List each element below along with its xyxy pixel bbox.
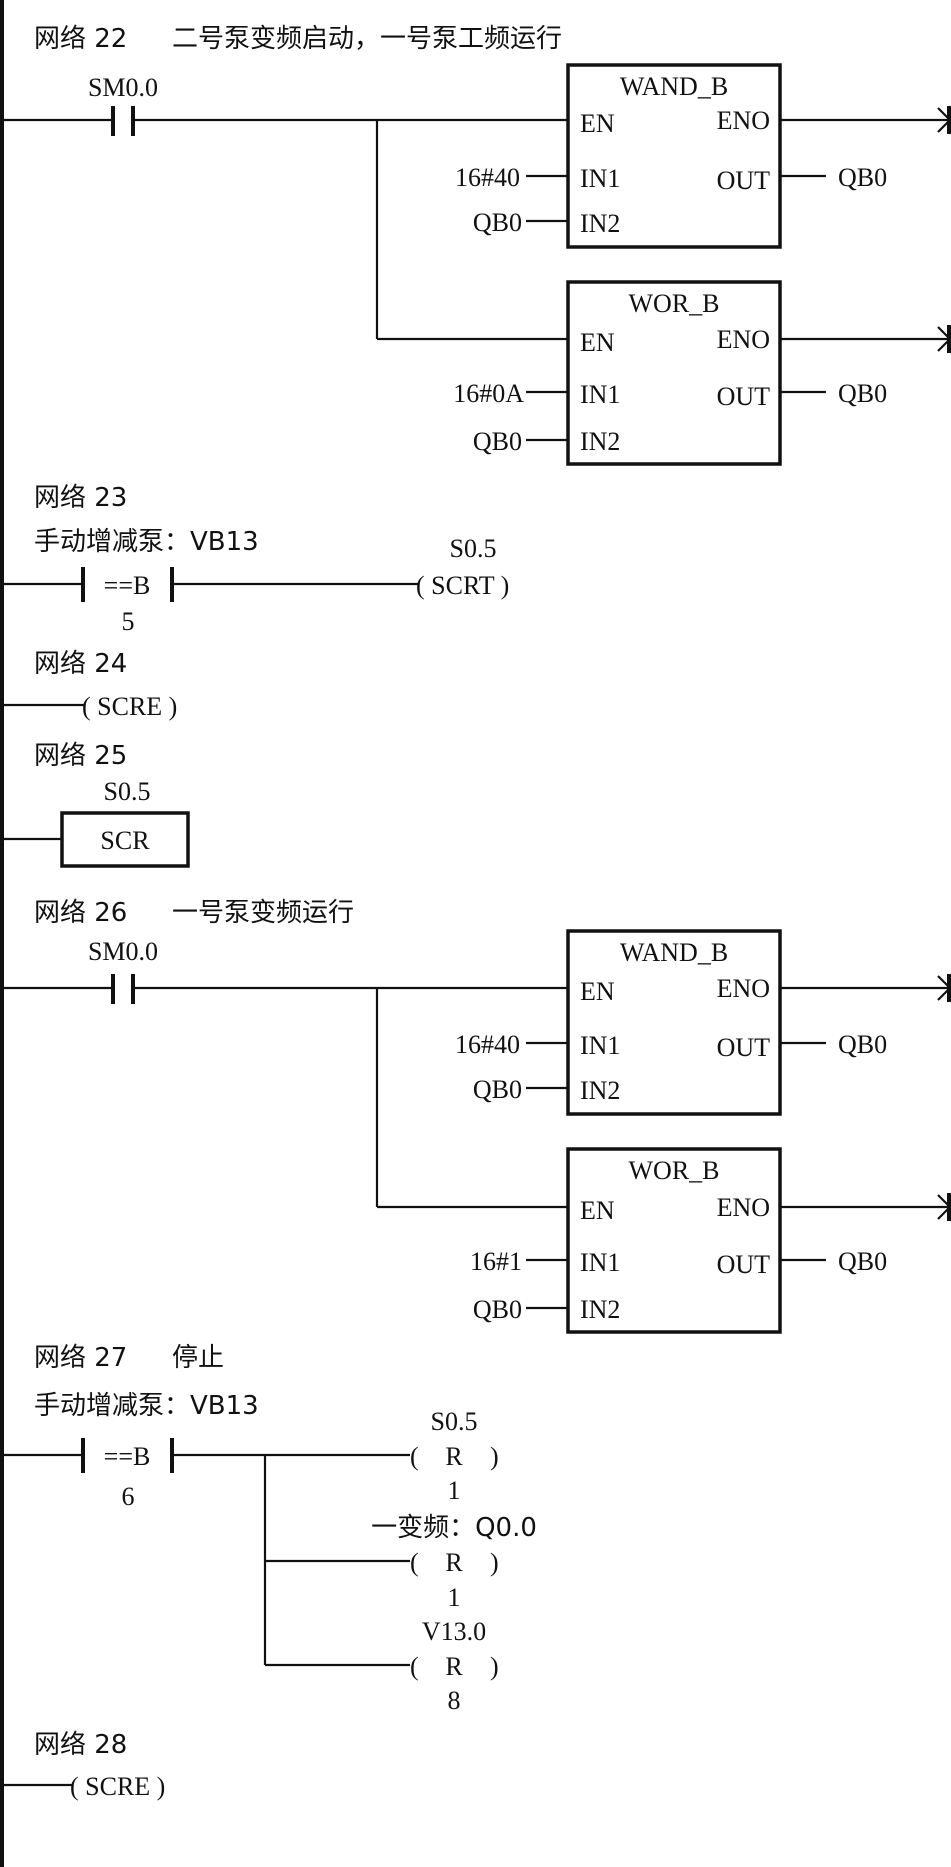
contact-address: SM0.0: [88, 73, 158, 102]
coil-type: R: [445, 1442, 463, 1471]
coil-scrt[interactable]: ( SCRT ): [416, 571, 509, 600]
in2-operand: QB0: [473, 427, 522, 456]
network-28: 网络 28 ( SCRE ): [2, 1730, 165, 1801]
block-frame: [566, 280, 782, 466]
network-24: 网络 24 ( SCRE ): [2, 649, 177, 721]
reset-coil[interactable]: V13.0 ( R ) 8: [410, 1617, 499, 1715]
block-name: WOR_B: [629, 289, 720, 318]
in1-operand: 16#0A: [453, 379, 524, 408]
block-name: WAND_B: [620, 72, 728, 101]
network-title: 网络 24: [34, 649, 127, 679]
wor-b-block[interactable]: WOR_B EN ENO IN1 OUT IN2: [566, 1147, 782, 1334]
coil-address: S0.5: [450, 534, 497, 563]
box-frame: [60, 811, 190, 868]
coil-address: S0.5: [431, 1407, 478, 1436]
block-frame: [566, 929, 782, 1116]
scr-box[interactable]: SCR: [60, 811, 190, 868]
coil-address: 一变频：Q0.0: [371, 1513, 537, 1543]
pin-en: EN: [580, 328, 615, 357]
in1-operand: 16#40: [455, 1030, 520, 1059]
coil-type: R: [445, 1548, 463, 1577]
out-operand: QB0: [838, 163, 887, 192]
coil-open-paren: (: [410, 1652, 419, 1681]
coil-close-paren: ): [490, 1442, 499, 1471]
pin-eno: ENO: [717, 1193, 770, 1222]
in1-operand: 16#40: [455, 163, 520, 192]
out-operand: QB0: [838, 1247, 887, 1276]
coil-count: 1: [448, 1476, 461, 1505]
compare-value: 5: [122, 607, 135, 636]
pin-eno: ENO: [717, 106, 770, 135]
compare-operand: 手动增减泵：VB13: [34, 527, 259, 557]
in2-operand: QB0: [473, 1295, 522, 1324]
pin-en: EN: [580, 1196, 615, 1225]
pin-in1: IN1: [580, 1248, 620, 1277]
network-title: 网络 28: [34, 1730, 127, 1760]
compare-op: ==B: [104, 1442, 151, 1471]
coil-open-paren: (: [410, 1442, 419, 1471]
compare-value: 6: [122, 1482, 135, 1511]
pin-in1: IN1: [580, 164, 620, 193]
wand-b-block[interactable]: WAND_B EN ENO IN1 OUT IN2: [566, 929, 782, 1116]
pin-out: OUT: [717, 166, 771, 195]
coil-count: 8: [448, 1686, 461, 1715]
pin-in2: IN2: [580, 1295, 620, 1324]
pin-in2: IN2: [580, 209, 620, 238]
in2-operand: QB0: [473, 1075, 522, 1104]
network-22: 网络 22 二号泵变频启动，一号泵工频运行 SM0.0 WAND_B EN EN…: [2, 24, 951, 466]
pin-in2: IN2: [580, 1076, 620, 1105]
in2-operand: QB0: [473, 208, 522, 237]
pin-in1: IN1: [580, 1031, 620, 1060]
box-label: SCR: [100, 826, 150, 855]
coil-open-paren: (: [410, 1548, 419, 1577]
network-title: 网络 25: [34, 741, 127, 771]
network-comment: 一号泵变频运行: [172, 898, 354, 928]
wor-b-block[interactable]: WOR_B EN ENO IN1 OUT IN2: [566, 280, 782, 466]
network-comment: 停止: [172, 1343, 224, 1373]
coil-address: V13.0: [422, 1617, 486, 1646]
pin-eno: ENO: [717, 974, 770, 1003]
coil-scre[interactable]: ( SCRE ): [82, 692, 177, 721]
out-operand: QB0: [838, 1030, 887, 1059]
block-frame: [566, 1147, 782, 1334]
in1-operand: 16#1: [470, 1247, 522, 1276]
network-26: 网络 26 一号泵变频运行 SM0.0 WAND_B EN ENO IN1 OU…: [2, 898, 951, 1334]
network-comment: 二号泵变频启动，一号泵工频运行: [172, 24, 562, 54]
network-title: 网络 23: [34, 483, 127, 513]
wand-b-block[interactable]: WAND_B EN ENO IN1 OUT IN2: [566, 63, 782, 249]
box-address: S0.5: [104, 777, 151, 806]
block-name: WOR_B: [629, 1156, 720, 1185]
pin-en: EN: [580, 109, 615, 138]
pin-eno: ENO: [717, 325, 770, 354]
compare-op: ==B: [104, 571, 151, 600]
contact-address: SM0.0: [88, 937, 158, 966]
coil-scre[interactable]: ( SCRE ): [70, 1772, 165, 1801]
reset-coil[interactable]: 一变频：Q0.0 ( R ) 1: [371, 1513, 537, 1612]
block-frame: [566, 63, 782, 249]
coil-count: 1: [448, 1583, 461, 1612]
network-23: 网络 23 手动增减泵：VB13 ==B 5 S0.5 ( SCRT ): [2, 483, 509, 636]
pin-in2: IN2: [580, 427, 620, 456]
reset-coil[interactable]: S0.5 ( R ) 1: [410, 1407, 499, 1505]
block-name: WAND_B: [620, 938, 728, 967]
network-title: 网络 27: [34, 1343, 127, 1373]
coil-type: R: [445, 1652, 463, 1681]
network-27: 网络 27 停止 手动增减泵：VB13 ==B 6 S0.5 ( R ) 1 一…: [2, 1343, 537, 1715]
coil-close-paren: ): [490, 1652, 499, 1681]
compare-operand: 手动增减泵：VB13: [34, 1391, 259, 1421]
pin-out: OUT: [717, 1250, 771, 1279]
network-title: 网络 22: [34, 24, 127, 54]
pin-out: OUT: [717, 1033, 771, 1062]
pin-out: OUT: [717, 382, 771, 411]
pin-en: EN: [580, 977, 615, 1006]
network-25: 网络 25 S0.5 SCR: [2, 741, 190, 868]
coil-close-paren: ): [490, 1548, 499, 1577]
out-operand: QB0: [838, 379, 887, 408]
network-title: 网络 26: [34, 898, 127, 928]
pin-in1: IN1: [580, 380, 620, 409]
